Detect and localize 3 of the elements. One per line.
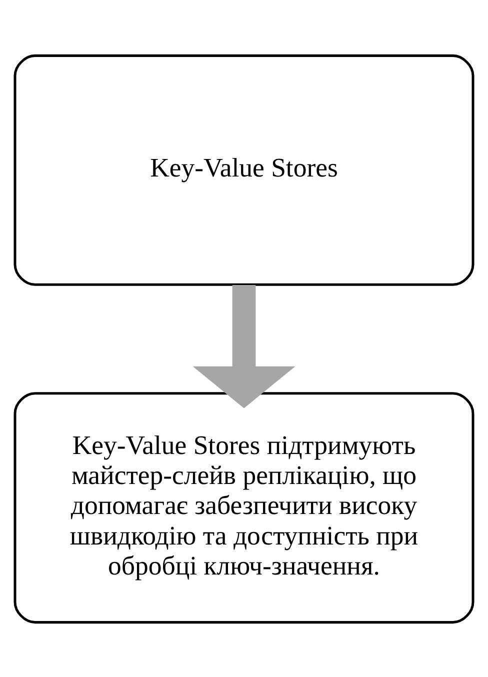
node-box: Key-Value Stores [14,54,474,286]
arrow [192,284,296,408]
node-box: Key-Value Stores підтримують майстер-слейв реплікацію, що допомагає забезпечити високу швидкодію та доступність при обробці ключ-значення. [14,392,474,624]
